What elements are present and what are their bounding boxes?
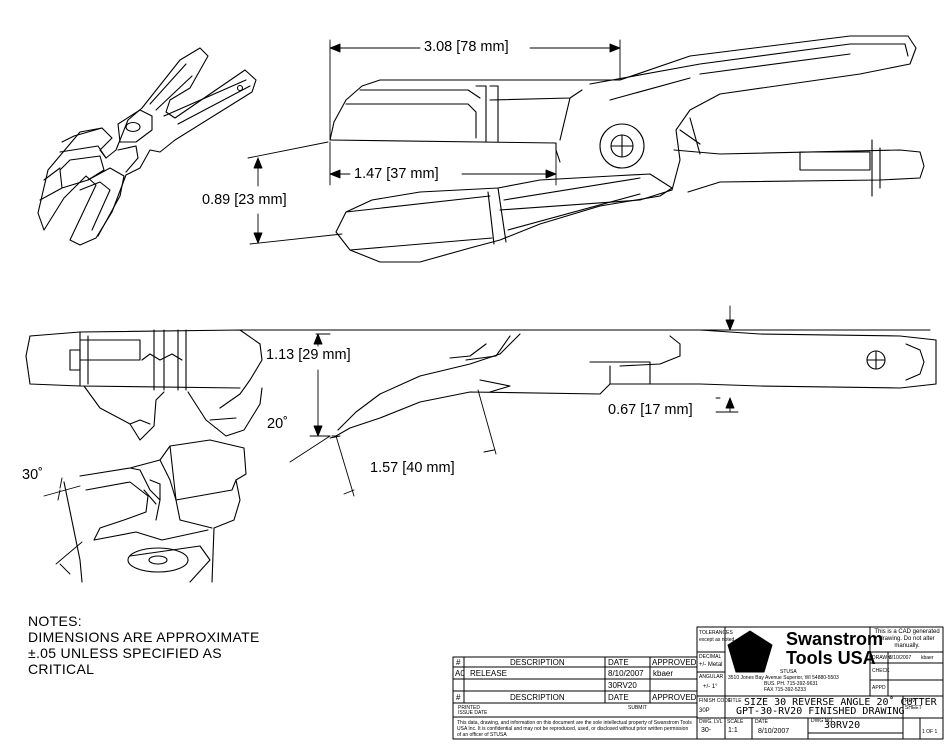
rev-header-date: DATE [608,658,629,667]
rev-footer-description: DESCRIPTION [510,693,565,702]
tb-decimal-value: +/- Metal [699,662,723,668]
tb-rev-label: REV [905,698,916,704]
notes-line: NOTES: [28,613,82,629]
tb-scale-value: 1:1 [728,727,738,734]
rev-row-part: 30RV20 [608,681,637,690]
tb-scale-label: SCALE [727,719,744,725]
rev-header-description: DESCRIPTION [510,658,565,667]
tb-appd-label: APPD [872,685,886,691]
tb-title-line-2: GPT-30-RV20 FINISHED DRAWING [736,706,905,717]
notes-block: NOTES: DIMENSIONS ARE APPROXIMATE ±.05 U… [28,613,260,677]
tb-finish-code: FINISH CODE [699,698,732,704]
rev-issue-date: ISSUE DATE [458,710,488,716]
tb-title-line-1: SIZE 30 REVERSE ANGLE 20˚ CUTTER [744,697,937,708]
rev-printed: PRINTED [458,705,480,711]
detail-dimensions [43,477,83,575]
detail-view [63,439,247,583]
rev-header-approved: APPROVED [652,658,697,667]
notes-line: CRITICAL [28,661,95,677]
dim-side-height: 1.13 [29 mm] [264,347,353,363]
brand-name-1: Swanstrom [786,629,884,649]
tb-angular-value: +/- 1° [703,684,718,690]
dim-blade-length: 1.47 [37 mm] [352,166,441,182]
tb-date-value: 8/10/2007 [758,728,790,735]
notes-line: DIMENSIONS ARE APPROXIMATE [28,629,260,645]
dim-angle-20: 20˚ [265,416,290,432]
tb-finish-value: 30P [699,708,710,714]
notes-line: ±.05 UNLESS SPECIFIED AS [28,645,222,661]
tb-stusa: STUSA [780,669,797,675]
rev-footer-date: DATE [608,693,629,702]
rev-row-num: A0 [455,669,465,678]
rev-footer-num: # [456,693,461,702]
title-block-lines [452,626,944,740]
tb-dwg-no-value: 30RV20 [824,720,861,731]
isometric-view [37,47,257,246]
tb-tolerances: TOLERANCES [699,630,733,636]
tb-title-label: TITLE [728,698,742,704]
dim-reach-length: 1.57 [40 mm] [368,460,457,476]
tb-dwg-value: 30- [701,727,712,734]
rev-submit: SUBMIT [628,705,647,711]
tb-dwg-no-label: DWG NO [811,718,833,724]
tb-address-1: 3510 Jones Bay Avenue Superior, WI 54880… [728,675,839,681]
tb-cad-note: This is a CAD generated drawing. Do not … [874,629,940,649]
dim-blade-width: 0.89 [23 mm] [200,192,289,208]
brand-name-2: Tools USA [786,648,876,668]
tb-check-label: CHECK [872,668,890,674]
tb-except-noted: except as noted [699,637,735,643]
top-view [329,35,925,263]
top-view-dimensions [247,39,621,245]
rev-header-num: # [456,658,461,667]
brand-line-1: Swanstrom [786,630,883,650]
side-view-dimensions [289,305,739,497]
rev-confidential: This data, drawing, and information on t… [457,720,692,738]
tb-address-2: BUS. PH. 715-392-9631 [764,681,818,687]
tb-address-3: FAX 715-392-5233 [764,687,806,693]
tb-sheet-of: 1 OF 1 [922,729,938,735]
dim-top-length: 3.08 [78 mm] [422,39,511,55]
tb-drawn-by: kbaer [921,655,934,661]
rev-row-description: RELEASE [470,669,507,678]
rev-row-date: 8/10/2007 [608,669,644,678]
brand-line-2: Tools USA [786,649,876,669]
side-view [25,329,937,441]
tb-drawn-date: 8/10/2007 [889,655,912,661]
rev-row-approved: kbaer [653,669,674,678]
tb-angular-label: ANGULAR [699,674,724,680]
tb-drawn-label: DRAWN [872,655,891,661]
dim-angle-30: 30˚ [20,467,45,483]
tb-sheet-label: SHEET [905,705,922,711]
tb-dwg-label: DWG. LVL [699,719,723,725]
tb-date-label: DATE [755,719,768,725]
rev-footer-approved: APPROVED [652,693,697,702]
tb-decimal-label: DECIMAL [699,654,722,660]
dim-handle-thickness: 0.67 [17 mm] [606,402,695,418]
